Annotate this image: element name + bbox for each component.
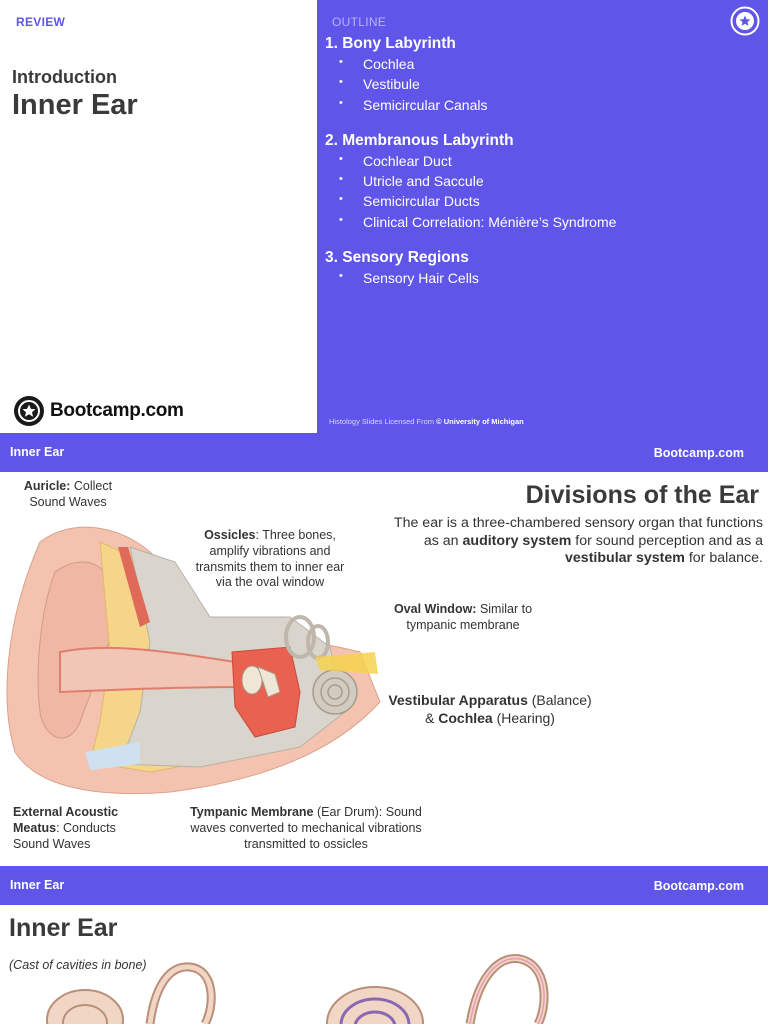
star-badge-icon xyxy=(730,6,760,36)
annotation-text: : Conducts Sound Waves xyxy=(13,820,116,851)
outline-section: 2. Membranous Labyrinth Cochlear Duct Ut… xyxy=(325,132,745,234)
slide-heading: Divisions of the Ear xyxy=(525,481,759,509)
slide-header-title: Inner Ear xyxy=(10,878,65,892)
brand-logo: Bootcamp.com xyxy=(14,396,184,426)
list-item: Utricle and Saccule xyxy=(325,173,745,193)
list-item: Cochlea xyxy=(325,56,745,76)
outline-section: 1. Bony Labyrinth Cochlea Vestibule Semi… xyxy=(325,35,745,117)
annotation-term: Ossicles xyxy=(204,528,256,542)
license-prefix: Histology Slides Licensed From xyxy=(329,417,437,426)
section-title: 1. Bony Labyrinth xyxy=(325,35,456,52)
outline-panel: OUTLINE 1. Bony Labyrinth Cochlea Vestib… xyxy=(317,0,768,433)
slide-description: The ear is a three-chambered sensory org… xyxy=(393,515,763,568)
list-item: Semicircular Canals xyxy=(325,97,745,117)
slide-header-brand: Bootcamp.com xyxy=(653,879,744,893)
list-item: Sensory Hair Cells xyxy=(325,270,745,290)
review-label: REVIEW xyxy=(16,15,66,29)
annotation-text: (Ear Drum): Sound waves converted to mec… xyxy=(190,805,422,851)
annotation-text: (Hearing) xyxy=(492,709,555,726)
desc-bold: vestibular system xyxy=(565,550,685,566)
slide-intro: REVIEW Introduction Inner Ear Bootcamp.c… xyxy=(0,0,768,433)
license-source: © University of Michigan xyxy=(436,417,524,426)
intro-panel: REVIEW Introduction Inner Ear Bootcamp.c… xyxy=(0,0,317,433)
desc-text: for sound perception and as a xyxy=(571,532,763,549)
annotation-term: Cochlea xyxy=(438,709,493,726)
slide-header-bar: Inner Ear Bootcamp.com xyxy=(0,866,768,905)
brand-name: Bootcamp.com xyxy=(50,400,184,421)
section-title: 2. Membranous Labyrinth xyxy=(325,131,514,149)
annotation-term: Vestibular Apparatus xyxy=(388,692,528,708)
annotation-text: (Balance) xyxy=(527,692,592,708)
list-item: Clinical Correlation: Ménière’s Syndrome xyxy=(325,214,745,234)
slide-header-brand: Bootcamp.com xyxy=(653,446,744,460)
intro-label: Introduction xyxy=(12,67,117,87)
slide-header-title: Inner Ear xyxy=(10,445,65,459)
annotation-text: : Three bones, amplify vibrations and tr… xyxy=(195,528,345,590)
desc-bold: auditory system xyxy=(462,532,572,549)
annotation-text: & xyxy=(425,709,439,726)
list-item: Vestibule xyxy=(325,76,745,96)
inner-ear-cast-illustration xyxy=(46,954,549,1024)
slide-heading: Inner Ear xyxy=(9,914,118,942)
annotation-term: Oval Window: xyxy=(393,602,477,616)
list-item: Cochlear Duct xyxy=(325,153,745,173)
slide-header-bar: Inner Ear Bootcamp.com xyxy=(0,433,768,472)
cast-caption: (Cast of cavities in bone) xyxy=(9,958,147,972)
list-item: Semicircular Ducts xyxy=(325,193,745,213)
annotation-ossicles: Ossicles: Three bones, amplify vibration… xyxy=(186,528,354,591)
annotation-auricle: Auricle: Collect Sound Waves xyxy=(18,479,118,511)
annotation-term: Tympanic Membrane xyxy=(190,805,314,819)
annotation-text: Similar to tympanic membrane xyxy=(406,602,533,632)
desc-text: for balance. xyxy=(684,550,763,566)
section-title: 3. Sensory Regions xyxy=(325,249,469,267)
page-title: Inner Ear xyxy=(12,89,138,121)
desc-text: The ear is a three-chambered sensory org… xyxy=(393,515,763,549)
annotation-oval-window: Oval Window: Similar to tympanic membran… xyxy=(387,602,539,634)
outline-list: 1. Bony Labyrinth Cochlea Vestibule Semi… xyxy=(325,35,745,305)
annotation-term: External Acoustic Meatus xyxy=(13,805,119,835)
license-note: Histology Slides Licensed From © Univers… xyxy=(329,417,524,426)
slide-divisions: Divisions of the Ear The ear is a three-… xyxy=(0,472,768,866)
annotation-text: Collect Sound Waves xyxy=(29,479,113,509)
bootcamp-logo-icon xyxy=(14,396,44,426)
annotation-meatus: External Acoustic Meatus: Conducts Sound… xyxy=(13,805,131,852)
ear-anatomy-illustration xyxy=(6,526,381,795)
annotation-term: Auricle: xyxy=(23,479,71,493)
annotation-vestibular: Vestibular Apparatus (Balance)& Cochlea … xyxy=(378,692,602,727)
annotation-tympanic: Tympanic Membrane (Ear Drum): Sound wave… xyxy=(186,805,426,852)
outline-section: 3. Sensory Regions Sensory Hair Cells xyxy=(325,249,745,290)
slide-inner-ear: Inner Ear (Cast of cavities in bone) xyxy=(0,905,768,1024)
outline-label: OUTLINE xyxy=(332,15,387,29)
